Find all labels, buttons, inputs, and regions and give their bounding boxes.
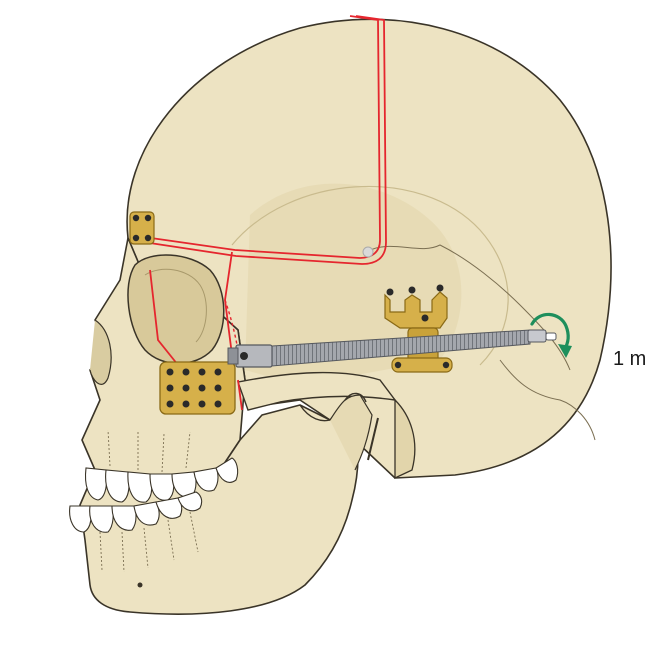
frontal-plate bbox=[129, 211, 155, 245]
upper-teeth bbox=[84, 457, 239, 503]
maxillary-plate bbox=[159, 361, 236, 415]
osteotomy-corner bbox=[362, 246, 374, 258]
rotation-arrow-icon bbox=[530, 312, 570, 352]
mastoid-process bbox=[394, 398, 416, 480]
nasal-aperture bbox=[89, 319, 112, 385]
orbit bbox=[127, 254, 225, 365]
zygomatic-arch bbox=[237, 371, 397, 411]
lower-teeth bbox=[69, 491, 203, 533]
styloid-process bbox=[367, 417, 379, 461]
orbit-inner-shadow bbox=[144, 268, 207, 343]
lambdoid-suture bbox=[499, 359, 596, 441]
distraction-screw bbox=[227, 329, 557, 368]
tooth-roots bbox=[99, 429, 199, 573]
temporal-line bbox=[231, 185, 509, 366]
temporal-fossa-shading bbox=[245, 183, 462, 385]
distraction-rate-label: 1 m bbox=[613, 348, 647, 370]
coronoid-process bbox=[329, 394, 373, 471]
rotation-arrowhead bbox=[558, 344, 572, 358]
mental-foramen bbox=[137, 582, 143, 588]
